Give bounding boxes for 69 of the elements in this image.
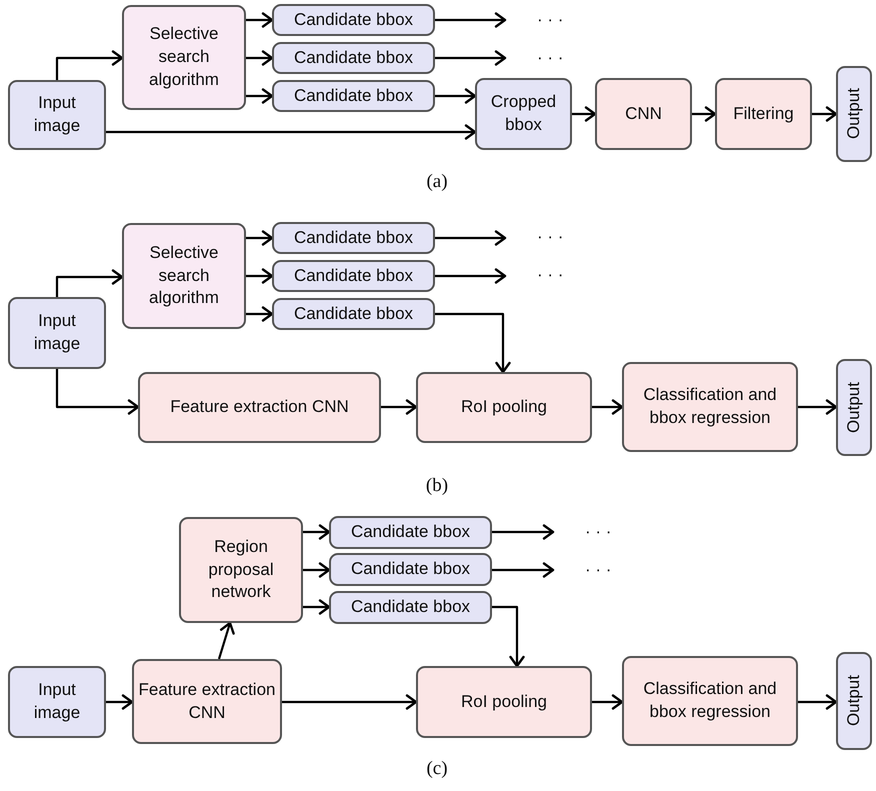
process-box: Region proposal network: [179, 517, 303, 623]
arrow: [303, 562, 330, 578]
arrow: [56, 269, 124, 297]
arrow: [435, 230, 506, 246]
process-box: Classification and bbox regression: [622, 362, 798, 452]
process-box: Input image: [8, 80, 106, 150]
arrow: [572, 106, 596, 122]
process-box: Candidate bbox: [329, 591, 492, 624]
arrow: [692, 106, 716, 122]
process-box: Candidate bbox: [329, 553, 492, 586]
process-box: Selective search algorithm: [122, 223, 246, 329]
arrow: [435, 88, 476, 104]
arrow: [303, 599, 330, 615]
arrow: [435, 12, 506, 28]
ellipsis-text: · · ·: [553, 518, 625, 546]
arrow: [282, 694, 418, 710]
process-box: RoI pooling: [416, 666, 592, 738]
arrow: [246, 306, 274, 322]
arrow: [492, 606, 525, 668]
process-box: Candidate bbox: [272, 222, 435, 254]
arrow: [592, 694, 624, 710]
arrow: [56, 50, 124, 80]
arrow: [435, 268, 506, 284]
ellipsis-text: · · ·: [505, 44, 577, 72]
process-box: Output: [836, 66, 872, 162]
process-box: Filtering: [715, 78, 812, 150]
arrow: [492, 524, 554, 540]
arrow: [435, 50, 506, 66]
arrow: [106, 694, 134, 710]
process-box: Input image: [8, 666, 106, 738]
arrow: [798, 399, 838, 415]
arrow: [492, 562, 554, 578]
panel-caption: (b): [426, 475, 448, 497]
arrow: [246, 230, 274, 246]
ellipsis-text: · · ·: [505, 261, 577, 289]
process-box: Feature extraction CNN: [132, 659, 282, 744]
arrow: [246, 12, 274, 28]
arrow: [218, 622, 235, 660]
panel-caption: (a): [426, 171, 448, 193]
arrow: [106, 124, 476, 140]
arrow: [246, 88, 274, 104]
process-box: Candidate bbox: [272, 80, 435, 112]
arrow: [435, 312, 511, 374]
arrow: [798, 694, 838, 710]
arrow: [303, 524, 330, 540]
process-box: Candidate bbox: [329, 516, 492, 549]
process-box: CNN: [595, 78, 692, 150]
arrow: [592, 399, 624, 415]
arrow: [246, 50, 274, 66]
ellipsis-text: · · ·: [553, 556, 625, 584]
arrow: [812, 106, 838, 122]
process-box: Candidate bbox: [272, 298, 435, 330]
arrow: [246, 268, 274, 284]
process-box: Input image: [8, 297, 106, 369]
process-box: Candidate bbox: [272, 4, 435, 36]
panel-caption: (c): [426, 758, 448, 780]
arrow: [381, 399, 418, 415]
process-box: RoI pooling: [416, 372, 592, 443]
ellipsis-text: · · ·: [505, 6, 577, 34]
process-box: Cropped bbox: [475, 78, 572, 150]
process-box: Candidate bbox: [272, 260, 435, 292]
process-box: Feature extraction CNN: [138, 372, 381, 443]
process-box: Selective search algorithm: [122, 5, 246, 110]
process-box: Output: [836, 359, 872, 456]
process-box: Classification and bbox regression: [622, 656, 798, 746]
arrow: [56, 369, 140, 415]
process-box: Candidate bbox: [272, 42, 435, 74]
process-box: Output: [836, 652, 872, 750]
ellipsis-text: · · ·: [505, 223, 577, 251]
